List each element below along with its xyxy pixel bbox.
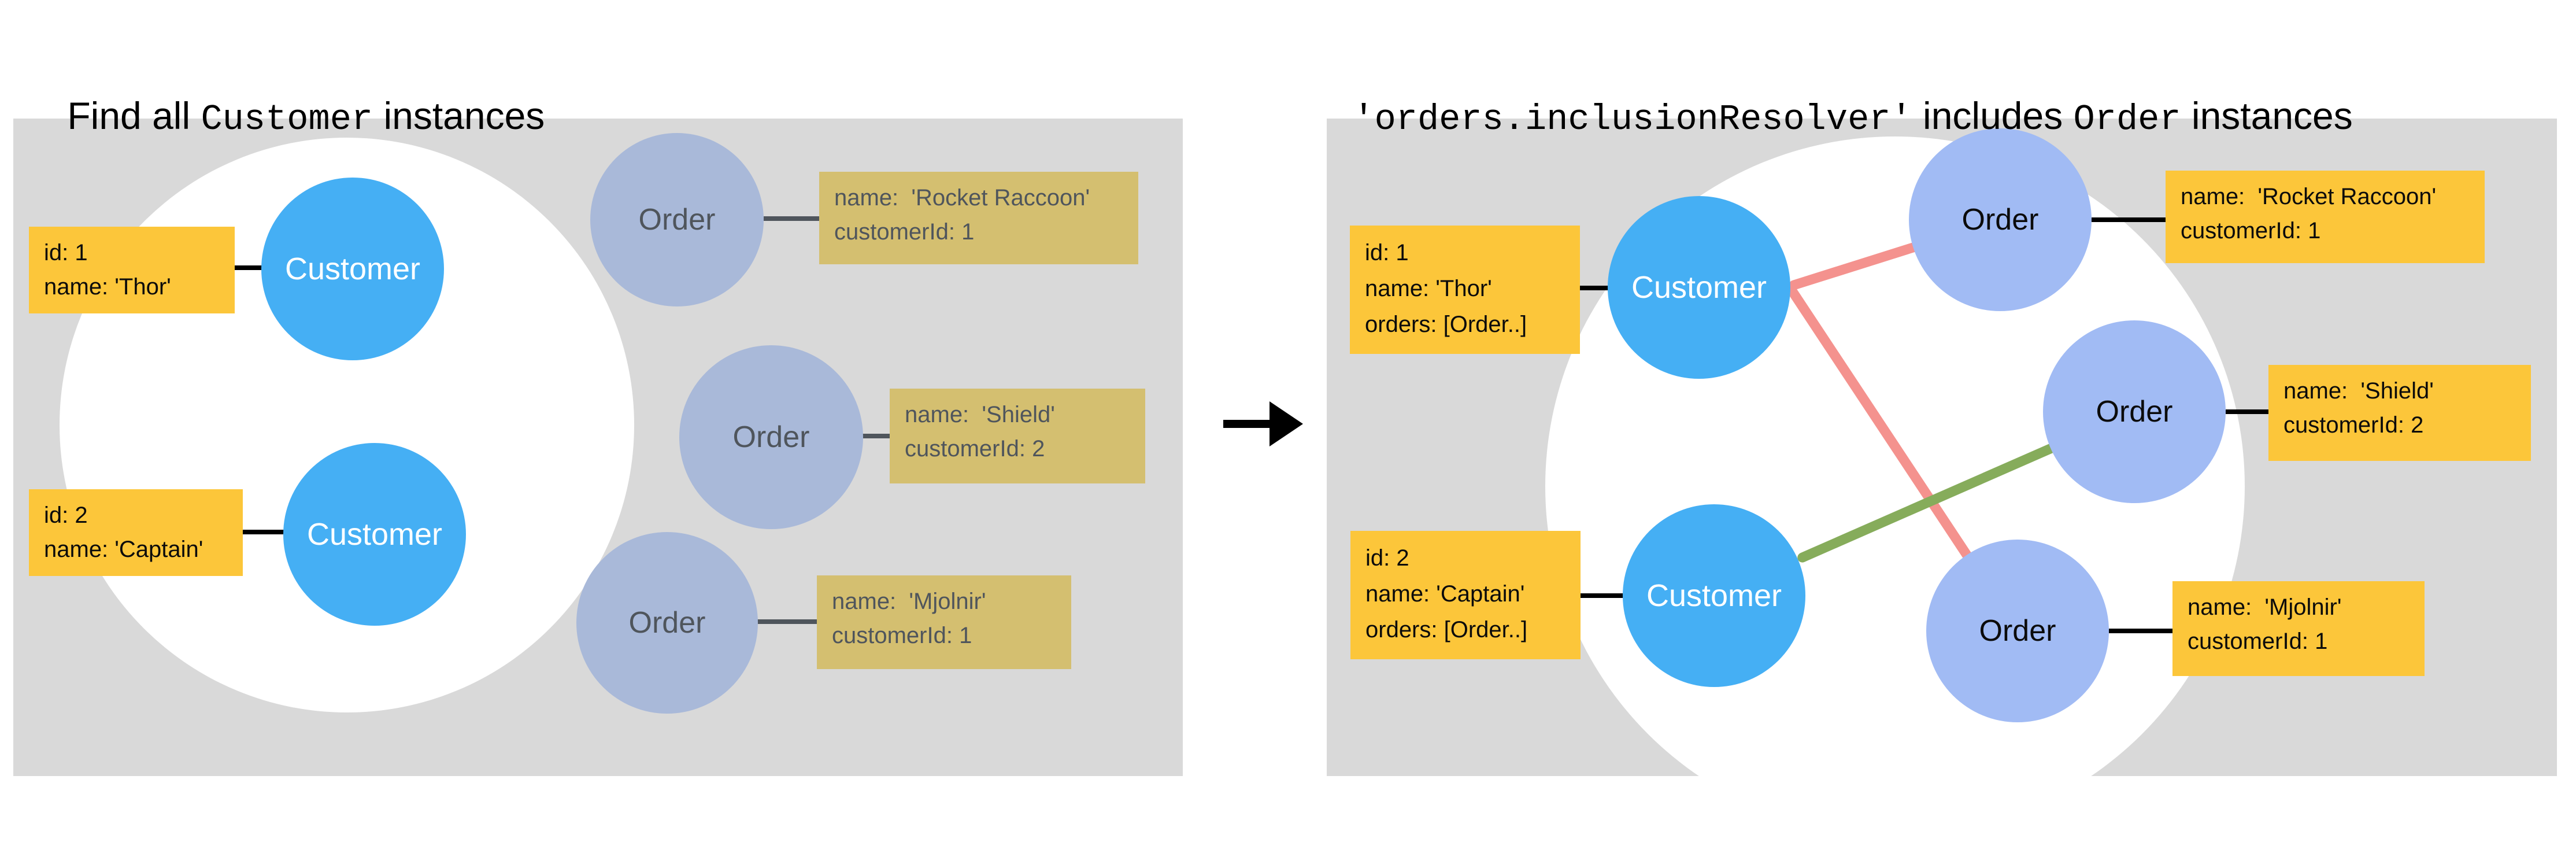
right-customer1-connector-line — [1580, 286, 1609, 290]
node-label: Customer — [1631, 270, 1767, 305]
attr-line: customerId: 2 — [2283, 412, 2424, 438]
attr-line: customerId: 1 — [832, 623, 972, 648]
attr-line: customerId: 1 — [834, 219, 975, 245]
right-customer2-connector-line — [1581, 593, 1624, 598]
node-label: Order — [1961, 203, 2039, 237]
attr-line: id: 2 — [1365, 545, 1409, 571]
left-customer1-node: Customer — [261, 178, 444, 360]
right-title-suffix: instances — [2181, 94, 2353, 137]
node-label: Order — [732, 420, 810, 454]
attr-line: orders: [Order..] — [1365, 312, 1527, 337]
right-order-shield-node: Order — [2043, 320, 2226, 503]
right-title: 'orders.inclusionResolver' includes Orde… — [1311, 50, 2353, 184]
left-order-shield-node: Order — [679, 345, 863, 529]
attr-line: orders: [Order..] — [1365, 617, 1528, 642]
node-label: Customer — [1646, 578, 1782, 613]
attr-line: customerId: 1 — [2188, 629, 2328, 654]
right-title-code-resolver: 'orders.inclusionResolver' — [1353, 99, 1912, 140]
attr-line: name: 'Shield' — [905, 402, 1055, 427]
left-order3-attrs-box: name: 'Mjolnir' customerId: 1 — [817, 575, 1071, 669]
attr-line: name: 'Rocket Raccoon' — [834, 185, 1090, 211]
node-label: Order — [638, 203, 716, 237]
transform-arrow-head-icon — [1270, 401, 1303, 446]
left-order3-connector-line — [757, 619, 817, 624]
node-label: Customer — [284, 252, 421, 286]
left-customer1-attrs-box: id: 1 name: 'Thor' — [29, 227, 235, 313]
left-order1-connector-line — [764, 216, 819, 221]
right-customer2-attrs-box: id: 2 name: 'Captain' orders: [Order..] — [1350, 531, 1581, 659]
attr-line: name: 'Mjolnir' — [2188, 594, 2342, 620]
node-label: Order — [1979, 614, 2056, 648]
right-order-mjolnir-node: Order — [1926, 540, 2109, 722]
left-title-prefix: Find all — [67, 94, 201, 137]
left-order2-connector-line — [862, 434, 890, 438]
attr-line: name: 'Thor' — [44, 274, 171, 300]
left-title-suffix: instances — [373, 94, 545, 137]
left-title-code-customer: Customer — [201, 99, 373, 140]
node-label: Customer — [306, 517, 443, 552]
right-customer1-attrs-box: id: 1 name: 'Thor' orders: [Order..] — [1350, 226, 1580, 354]
right-order2-attrs-box: name: 'Shield' customerId: 2 — [2268, 365, 2531, 461]
attr-line: id: 1 — [44, 240, 88, 265]
right-order2-connector-line — [2226, 409, 2268, 414]
right-order1-connector-line — [2092, 217, 2166, 222]
left-title: Find all Customer instances — [25, 50, 545, 184]
left-customer1-connector-line — [235, 265, 262, 270]
attr-line: name: 'Rocket Raccoon' — [2181, 184, 2437, 209]
transform-arrow-icon — [1223, 420, 1273, 428]
right-order1-attrs-box: name: 'Rocket Raccoon' customerId: 1 — [2166, 171, 2485, 263]
attr-line: customerId: 2 — [905, 436, 1045, 461]
left-order-rocket-raccoon-node: Order — [590, 133, 764, 306]
right-title-mid: includes — [1912, 94, 2074, 137]
attr-line: name: 'Shield' — [2283, 378, 2434, 404]
attr-line: name: 'Mjolnir' — [832, 589, 986, 614]
right-customer1-node: Customer — [1608, 196, 1790, 379]
left-order1-attrs-box: name: 'Rocket Raccoon' customerId: 1 — [819, 172, 1138, 264]
attr-line: name: 'Captain' — [1365, 581, 1525, 607]
node-label: Order — [2096, 395, 2173, 429]
right-order-rocket-raccoon-node: Order — [1909, 128, 2092, 311]
left-order2-attrs-box: name: 'Shield' customerId: 2 — [890, 389, 1145, 483]
right-order3-connector-line — [2109, 629, 2172, 633]
right-order3-attrs-box: name: 'Mjolnir' customerId: 1 — [2172, 581, 2425, 676]
right-title-code-order: Order — [2073, 99, 2181, 140]
attr-line: id: 1 — [1365, 240, 1409, 265]
attr-line: customerId: 1 — [2181, 218, 2321, 243]
node-label: Order — [628, 606, 706, 640]
left-order-mjolnir-node: Order — [576, 532, 758, 714]
left-customer2-attrs-box: id: 2 name: 'Captain' — [29, 489, 243, 576]
right-customer2-node: Customer — [1623, 504, 1805, 687]
left-customer2-connector-line — [243, 530, 284, 534]
attr-line: name: 'Captain' — [44, 537, 203, 562]
attr-line: name: 'Thor' — [1365, 276, 1492, 301]
left-customer2-node: Customer — [283, 443, 466, 626]
attr-line: id: 2 — [44, 503, 88, 528]
